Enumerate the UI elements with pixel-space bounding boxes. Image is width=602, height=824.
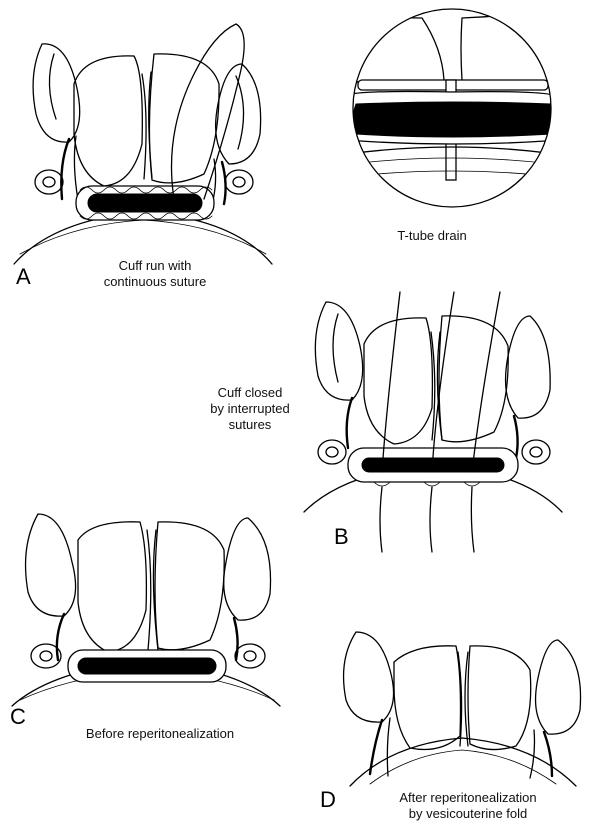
t-tube-inset-illustration [322,8,582,208]
panel-b-illustration [304,292,564,552]
panel-b-caption-line3: sutures [190,417,310,433]
panel-a-illustration [14,14,274,269]
t-tube-caption: T-tube drain [352,228,512,244]
panel-d-letter: D [320,787,336,813]
panel-c-letter: C [10,704,26,730]
panel-a-letter: A [16,264,31,290]
panel-d-illustration [330,626,592,786]
panel-b-caption-line2: by interrupted [190,401,310,417]
panel-a-caption-line1: Cuff run with [80,258,230,274]
panel-d-caption-line2: by vesicouterine fold [368,806,568,822]
panel-c-caption: Before reperitonealization [50,726,270,742]
panel-d-caption-line1: After reperitonealization [368,790,568,806]
panel-a-caption-line2: continuous suture [80,274,230,290]
panel-c-illustration [12,510,282,710]
panel-b-letter: B [334,524,349,550]
panel-b-caption-line1: Cuff closed [190,385,310,401]
